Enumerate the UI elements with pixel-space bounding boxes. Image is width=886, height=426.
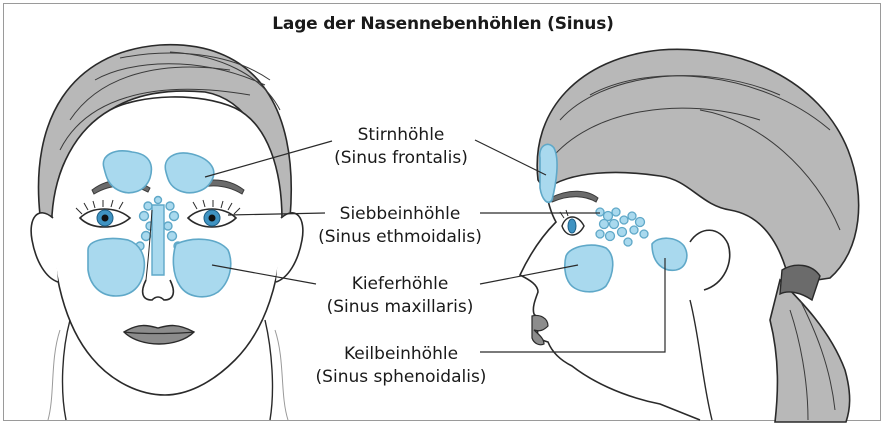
ponytail — [770, 280, 850, 422]
label-maxillary-latin: (Sinus maxillaris) — [310, 296, 490, 319]
label-ethmoid-name: Siebbeinhöhle — [300, 203, 500, 226]
label-frontal-latin: (Sinus frontalis) — [316, 147, 486, 170]
front-face — [31, 45, 303, 420]
label-sphenoid: Keilbeinhöhle (Sinus sphenoidalis) — [296, 343, 506, 389]
label-maxillary: Kieferhöhle (Sinus maxillaris) — [310, 273, 490, 319]
label-frontal: Stirnhöhle (Sinus frontalis) — [316, 124, 486, 170]
maxillary-sinus-right — [173, 239, 230, 297]
label-maxillary-name: Kieferhöhle — [310, 273, 490, 296]
sphenoid-sinus — [652, 238, 687, 270]
front-face-outline — [52, 97, 282, 395]
label-ethmoid: Siebbeinhöhle (Sinus ethmoidalis) — [300, 203, 500, 249]
diagram-title: Lage der Nasennebenhöhlen (Sinus) — [0, 14, 886, 34]
label-sphenoid-name: Keilbeinhöhle — [296, 343, 506, 366]
ethmoid-sinus-side — [596, 208, 648, 246]
side-ear — [690, 230, 730, 290]
label-frontal-name: Stirnhöhle — [316, 124, 486, 147]
label-sphenoid-latin: (Sinus sphenoidalis) — [296, 366, 506, 389]
maxillary-sinus-side — [565, 245, 613, 292]
maxillary-sinus-left — [88, 238, 144, 296]
label-ethmoid-latin: (Sinus ethmoidalis) — [300, 226, 500, 249]
side-profile — [520, 49, 859, 422]
